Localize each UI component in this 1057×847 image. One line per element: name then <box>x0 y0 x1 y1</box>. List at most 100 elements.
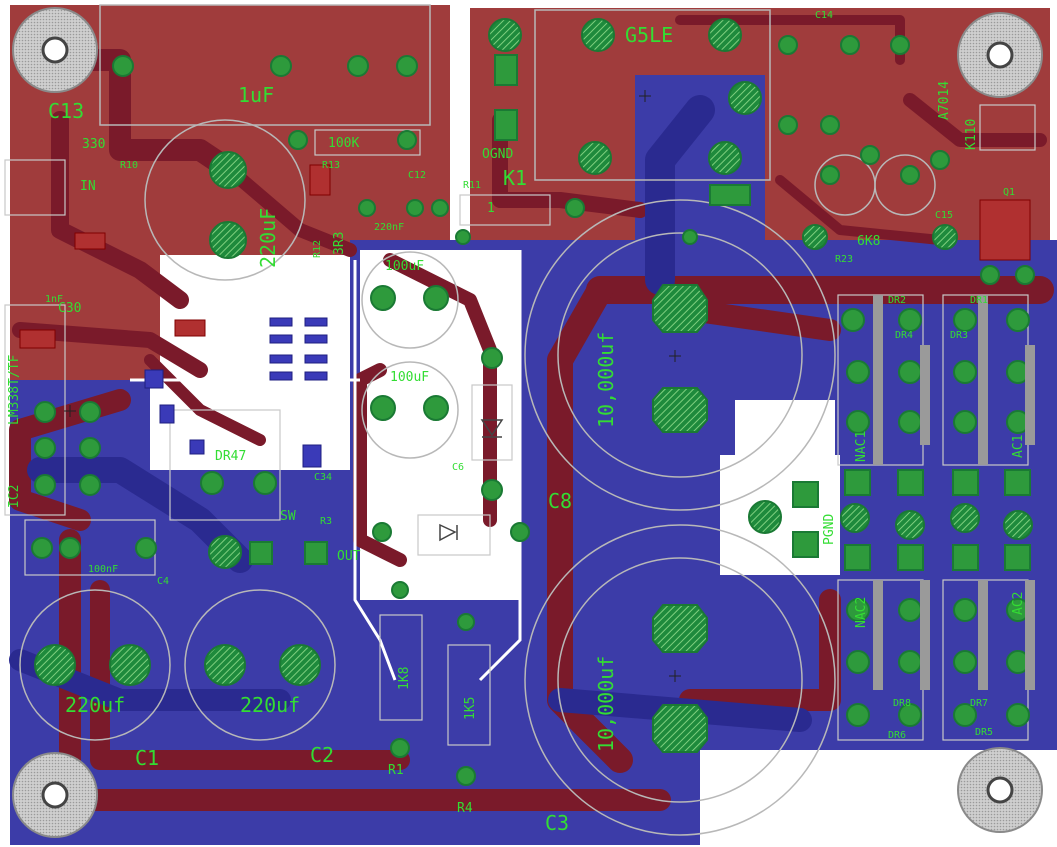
label-1k5: 1K5 <box>463 697 478 720</box>
label-lm: LM338T/TF <box>7 354 22 425</box>
label-6k8: 6K8 <box>857 234 880 249</box>
mounting-holes <box>12 7 1043 838</box>
pad-relay-4 <box>578 141 612 175</box>
mounting-hole-bottom-right <box>957 747 1043 833</box>
label-ac1: AC1 <box>1011 435 1026 458</box>
label-c3: C3 <box>545 811 569 835</box>
label-ac2: AC2 <box>1011 592 1026 615</box>
label-k110: K110 <box>964 119 979 150</box>
label-r23: R23 <box>835 254 853 265</box>
label-sw: SW <box>280 509 296 524</box>
label-pgnd: PGND <box>822 514 837 545</box>
pad-ac-2 <box>895 510 925 540</box>
ic-pads <box>144 317 328 468</box>
smd-pads <box>19 164 1031 349</box>
label-q1: Q1 <box>1003 187 1015 198</box>
mounting-hole-bottom-left <box>12 752 98 838</box>
label-c34: C34 <box>314 472 332 483</box>
label-100uf-1: 100uF <box>385 259 424 274</box>
pad-relay-6 <box>728 81 762 115</box>
label-1: 1 <box>487 201 495 216</box>
label-dr47: DR47 <box>215 449 246 464</box>
pad-q1-a <box>802 224 828 250</box>
label-220uf-c1: 220uf <box>65 693 125 717</box>
label-k1: K1 <box>503 166 527 190</box>
label-10000uf-2: 10,000uf <box>594 656 618 752</box>
label-c1: C1 <box>135 746 159 770</box>
pad-q1-b <box>932 224 958 250</box>
label-ogn: OGND <box>482 147 513 162</box>
label-dr4: DR4 <box>895 330 913 341</box>
large-pads <box>34 18 1033 753</box>
pad-c8-minus <box>652 387 708 433</box>
label-c30: C30 <box>58 301 81 316</box>
capacitor-outlines <box>19 4 936 836</box>
label-c12: C12 <box>408 170 426 181</box>
pad-c6 <box>208 535 242 569</box>
label-r11: R11 <box>463 180 481 191</box>
label-1uf: 1uF <box>238 83 274 107</box>
label-c2: C2 <box>310 743 334 767</box>
pad-c3-plus <box>652 604 708 653</box>
rectifier-bars <box>873 295 1035 690</box>
silkscreen-labels: C13 1uF 100K 330 R10 R13 220uF IN C12 R1… <box>7 10 1026 835</box>
label-220nf: 220nF <box>374 222 404 233</box>
label-r10: R10 <box>120 160 138 171</box>
label-dr5: DR5 <box>975 727 993 738</box>
diode-symbols <box>439 419 504 542</box>
label-r1: R1 <box>388 763 404 778</box>
label-c13: C13 <box>48 99 84 123</box>
label-100uf-2: 100uF <box>390 370 429 385</box>
pad-ac-1 <box>840 503 870 533</box>
pad-c13-a <box>209 151 247 189</box>
label-a7014: A7014 <box>937 81 952 120</box>
label-dr6: DR6 <box>888 730 906 741</box>
pad-c13-b <box>209 221 247 259</box>
medium-pads <box>31 35 1035 786</box>
label-ic2: IC2 <box>7 485 22 508</box>
label-dr7: DR7 <box>970 698 988 709</box>
label-nac2: NAC2 <box>854 597 869 628</box>
label-c4: C4 <box>157 576 169 587</box>
origin-markers <box>64 90 681 682</box>
square-pads <box>249 54 1031 571</box>
pad-relay-2 <box>581 18 615 52</box>
label-dr2: DR2 <box>888 295 906 306</box>
pad-c2-b <box>279 644 321 686</box>
mounting-hole-top-left <box>12 7 98 93</box>
label-10000uf-1: 10,000uf <box>594 332 618 428</box>
pad-ac-4 <box>1003 510 1033 540</box>
label-r4: R4 <box>457 801 473 816</box>
pad-c1-a <box>34 644 76 686</box>
label-dr3: DR3 <box>950 330 968 341</box>
label-330: 330 <box>82 137 105 152</box>
label-c15: C15 <box>935 210 953 221</box>
label-3r3: 3R3 <box>332 232 347 255</box>
label-c6: C6 <box>452 462 464 473</box>
pad-ac-3 <box>950 503 980 533</box>
mounting-hole-top-right <box>957 12 1043 98</box>
pad-c3-minus <box>652 704 708 753</box>
pad-relay-5 <box>708 141 742 175</box>
pad-relay-1 <box>488 18 522 52</box>
label-dr8: DR8 <box>893 698 911 709</box>
label-220uf-c2: 220uf <box>240 693 300 717</box>
label-220uf-top: 220uF <box>256 208 280 268</box>
label-dr1: DR1 <box>970 295 988 306</box>
label-c14: C14 <box>815 10 833 21</box>
pad-c2-a <box>204 644 246 686</box>
label-1nf: 1nF <box>45 294 63 305</box>
pad-c8-plus <box>652 284 708 333</box>
pad-pgnd <box>748 500 782 534</box>
label-r12: R12 <box>312 240 323 258</box>
label-r13: R13 <box>322 160 340 171</box>
pad-c1-b <box>109 644 151 686</box>
label-r3: R3 <box>320 516 332 527</box>
label-100nf: 100nF <box>88 564 118 575</box>
label-nac1: NAC1 <box>854 431 869 462</box>
label-1k8: 1K8 <box>397 667 412 690</box>
label-g5le: G5LE <box>625 23 673 47</box>
label-out: OUT <box>337 549 361 564</box>
label-in: IN <box>80 179 96 194</box>
